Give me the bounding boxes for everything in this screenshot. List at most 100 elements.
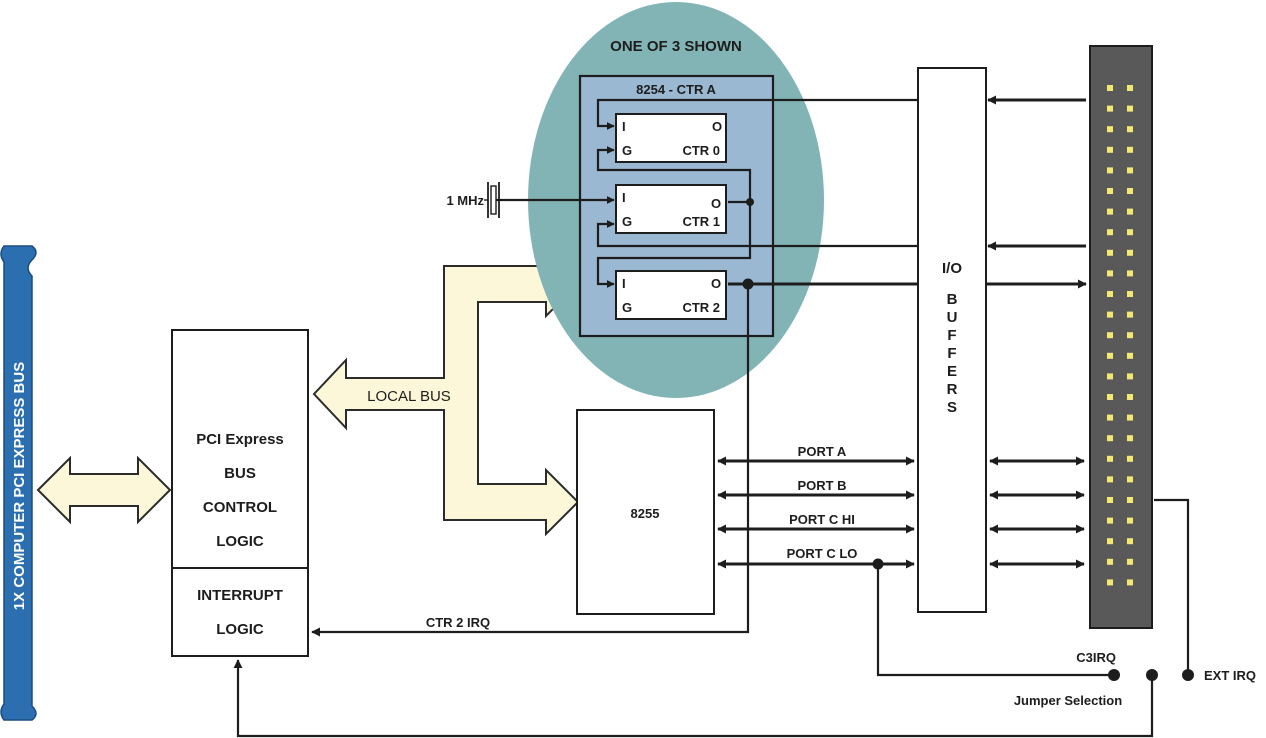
connector-pin xyxy=(1107,208,1113,215)
pci-bus-label: 1X COMPUTER PCI EXPRESS BUS xyxy=(11,362,28,610)
connector-pin xyxy=(1107,414,1113,421)
pci-express-bus: 1X COMPUTER PCI EXPRESS BUS xyxy=(0,245,37,721)
bus-control-block: PCI Express BUS CONTROL LOGIC xyxy=(171,329,309,569)
connector-pin xyxy=(1107,579,1113,586)
connector-pin xyxy=(1107,558,1113,565)
counter-1: I G O CTR 1 xyxy=(615,184,727,234)
ctr1-name: CTR 1 xyxy=(682,214,720,229)
connector-pin xyxy=(1107,126,1113,133)
ctr1-gate: G xyxy=(622,214,632,229)
connector-pin xyxy=(1107,85,1113,91)
port-a-label: PORT A xyxy=(798,444,847,459)
ctr2-in: I xyxy=(622,276,626,291)
connector-pin xyxy=(1107,476,1113,483)
connector-pin xyxy=(1127,229,1133,236)
ctr2-irq-wire xyxy=(311,284,750,637)
buffers-letter-u: U xyxy=(947,309,958,326)
connector-pin xyxy=(1107,332,1113,339)
connector-pins xyxy=(1107,85,1133,586)
connector-pin xyxy=(1127,394,1133,400)
clock-label: 1 MHz xyxy=(446,193,484,208)
ctr2-gate: G xyxy=(622,300,632,315)
connector-pin xyxy=(1107,146,1113,153)
ctr2-irq-label: CTR 2 IRQ xyxy=(426,615,490,630)
ctr1-in: I xyxy=(622,190,626,205)
connector-pin xyxy=(1107,291,1113,297)
bus-control-line-2: BUS xyxy=(224,465,256,482)
connector-pin xyxy=(1127,332,1133,339)
connector-pin xyxy=(1127,497,1133,503)
pci-bus-double-arrow xyxy=(36,455,172,525)
connector-pin xyxy=(1107,105,1113,112)
jumper-selection-label: Jumper Selection xyxy=(1014,693,1122,708)
ctr0-in: I xyxy=(622,119,626,134)
ctr1-gate-wire xyxy=(596,220,918,248)
connector-pin xyxy=(1107,188,1113,194)
ext-irq-wire xyxy=(1154,498,1190,669)
ctr0-out: O xyxy=(712,119,722,134)
counter-chip-label: 8254 - CTR A xyxy=(636,82,716,97)
connector-pin xyxy=(1127,208,1133,215)
ctr0-in-wire xyxy=(596,98,918,130)
ctr2-name: CTR 2 xyxy=(682,300,720,315)
connector-pin xyxy=(1107,497,1113,503)
connector-pin xyxy=(1107,249,1113,256)
local-bus-arrow xyxy=(312,249,580,537)
connector-pin xyxy=(1107,270,1113,277)
connector-pin xyxy=(1127,105,1133,112)
io-buffers-block: I/O B U F F E R S xyxy=(917,67,987,613)
connector-pin xyxy=(1127,435,1133,442)
connector-pin xyxy=(1127,373,1133,380)
ext-irq-pin xyxy=(1182,669,1194,681)
ppi-label: 8255 xyxy=(631,506,660,521)
connector-pin xyxy=(1127,476,1133,483)
port-c-lo-label: PORT C LO xyxy=(787,546,858,561)
connector-pin xyxy=(1107,311,1113,318)
ext-irq-label: EXT IRQ xyxy=(1204,668,1256,683)
bus-control-line-3: CONTROL xyxy=(203,499,277,516)
ctr0-gate-wire xyxy=(596,146,752,202)
connector-pin xyxy=(1127,291,1133,297)
connector-pin xyxy=(1107,538,1113,545)
local-bus-label: LOCAL BUS xyxy=(367,388,451,405)
ppi-8255-block: 8255 xyxy=(576,409,715,615)
ctr2-in-wire xyxy=(596,202,752,288)
bus-control-line-1: PCI Express xyxy=(196,431,284,448)
connector-pin xyxy=(1127,188,1133,194)
connector-pin xyxy=(1127,352,1133,359)
clock-crystal xyxy=(484,182,500,218)
port-b-label: PORT B xyxy=(797,478,846,493)
connector-pin xyxy=(1127,538,1133,545)
connector-pin xyxy=(1127,517,1133,524)
c3irq-wire xyxy=(876,564,1112,677)
interrupt-line-1: INTERRUPT xyxy=(197,587,283,604)
connector-pin xyxy=(1127,455,1133,462)
connector-pin xyxy=(1127,249,1133,256)
connector-pin xyxy=(1107,373,1113,380)
connector-pin xyxy=(1127,146,1133,153)
counter-2: I G O CTR 2 xyxy=(615,270,727,320)
connector-pin xyxy=(1107,229,1113,236)
ctr0-gate: G xyxy=(622,143,632,158)
counter-0: I G O CTR 0 xyxy=(615,113,727,163)
one-of-three-note: ONE OF 3 SHOWN xyxy=(610,38,742,55)
bus-control-line-4: LOGIC xyxy=(216,533,264,550)
connector-pin xyxy=(1127,579,1133,586)
io-label: I/O xyxy=(942,260,962,277)
connector-pin xyxy=(1127,414,1133,421)
interrupt-logic-block: INTERRUPT LOGIC xyxy=(171,567,309,657)
port-c-hi-label: PORT C HI xyxy=(789,512,855,527)
connector-pin xyxy=(1107,394,1113,400)
c3irq-label: C3IRQ xyxy=(1076,650,1116,665)
buffers-letter-s: S xyxy=(947,399,957,416)
ctr2-out: O xyxy=(711,276,721,291)
connector-pin xyxy=(1107,352,1113,359)
ctr1-out: O xyxy=(711,196,721,211)
c3irq-jumper-pin xyxy=(1108,669,1120,681)
connector-pin xyxy=(1127,270,1133,277)
buffers-letter-f2: F xyxy=(947,345,956,362)
connector-pin xyxy=(1127,85,1133,91)
connector-pin xyxy=(1107,167,1113,174)
connector-pin xyxy=(1107,435,1113,442)
